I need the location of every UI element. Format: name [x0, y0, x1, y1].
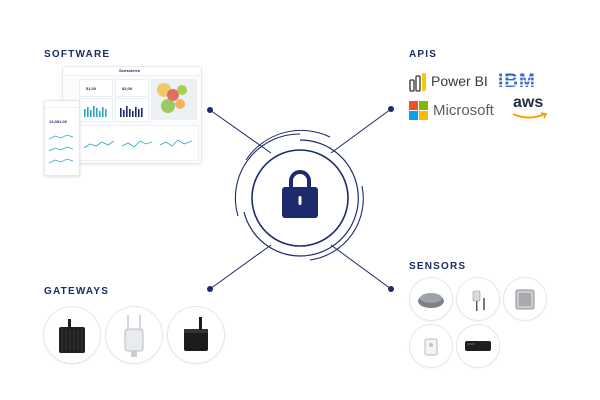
kpi-card: 51,00 — [79, 79, 113, 97]
bar-sensor-icon — [465, 341, 491, 351]
gateway-device — [43, 306, 101, 364]
kpi-card: 83,00 — [115, 79, 149, 97]
microsoft-logo: Microsoft — [409, 100, 505, 122]
map-bubble — [177, 85, 187, 95]
sensor-device — [409, 277, 453, 321]
sensors-title: SENSORS — [409, 261, 467, 272]
mobile-dashboard: 13,081.00 — [44, 100, 80, 176]
software-dashboard-mockup: Sensoterra 51,00 83,00 — [44, 66, 202, 176]
microsoft-label: Microsoft — [433, 102, 494, 119]
node-software — [207, 107, 213, 113]
sensor-device — [409, 324, 453, 368]
connector-software — [209, 109, 272, 154]
kpi-value: 51,00 — [86, 86, 97, 91]
node-sensors — [388, 286, 394, 292]
connector-apis — [330, 108, 392, 154]
aws-smile-icon — [512, 112, 548, 119]
antenna-gateway-icon — [124, 315, 144, 357]
padlock-icon — [282, 170, 318, 218]
kpi-value: 83,00 — [122, 86, 133, 91]
hub-rings — [234, 129, 364, 261]
sensor-device — [456, 324, 500, 368]
powerbi-icon — [409, 73, 426, 92]
black-gateway-icon — [59, 319, 85, 353]
connector-sensors — [330, 244, 392, 290]
node-gateways — [207, 286, 213, 292]
bar-chart-mini — [84, 106, 107, 117]
dashboard-brand: Sensoterra — [119, 68, 140, 73]
apis-title: APIS — [409, 49, 438, 60]
mobile-header — [45, 101, 79, 108]
mobile-line-charts — [48, 134, 74, 164]
sensor-device — [456, 277, 500, 321]
sensor-device — [503, 277, 547, 321]
box-sensor-icon — [515, 289, 535, 310]
ibm-stripes — [498, 76, 546, 90]
map-bubble — [167, 89, 179, 101]
node-apis — [388, 106, 394, 112]
connector-gateways — [209, 244, 272, 290]
line-chart-mini — [83, 139, 193, 149]
gateway-device — [167, 306, 225, 364]
bar-chart-card — [115, 98, 149, 122]
bar-chart-mini — [120, 106, 143, 117]
gateways-title: GATEWAYS — [44, 286, 110, 297]
gateway-device — [105, 306, 163, 364]
desktop-dashboard: Sensoterra 51,00 83,00 — [62, 66, 202, 164]
map-widget — [151, 79, 197, 120]
microsoft-icon — [409, 101, 428, 120]
powerbi-label: Power BI — [431, 73, 488, 89]
map-bubble — [161, 99, 175, 113]
dashboard-header: Sensoterra — [63, 67, 201, 76]
bar-chart-card — [79, 98, 113, 122]
round-sensor-icon — [418, 293, 444, 308]
probe-sensor-icon — [472, 290, 485, 311]
mobile-kpi: 13,081.00 — [49, 119, 67, 124]
mini-sensor-icon — [424, 338, 438, 356]
powerbi-logo: Power BI — [409, 71, 501, 93]
software-title: SOFTWARE — [44, 49, 111, 60]
ibm-logo: IBM — [498, 71, 546, 95]
aws-label: aws — [513, 94, 544, 111]
line-charts-card — [79, 125, 199, 161]
aws-logo: aws — [511, 94, 551, 122]
map-bubble — [175, 99, 185, 109]
compact-gateway-icon — [184, 317, 208, 351]
